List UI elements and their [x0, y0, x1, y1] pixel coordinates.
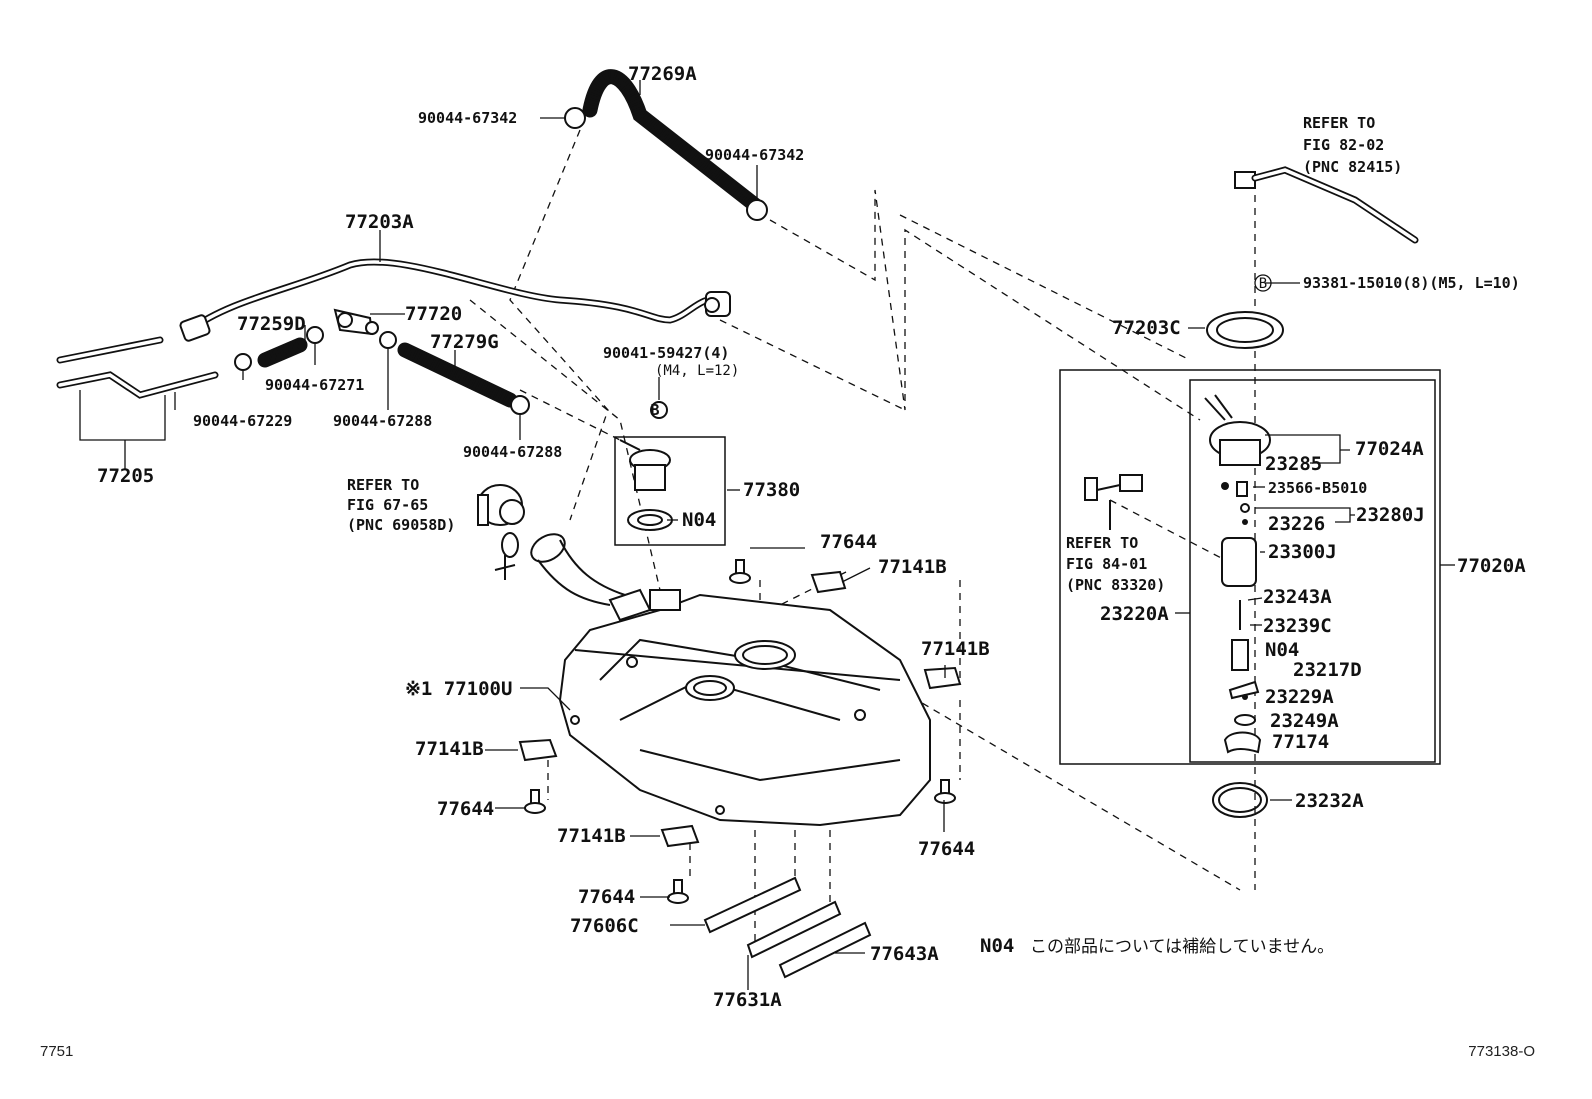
note-code: N04	[980, 935, 1014, 957]
sender-box-77380	[614, 401, 726, 546]
connector-parts	[1084, 166, 1419, 530]
callout-b-1: B	[650, 401, 659, 419]
label-77269A: 77269A	[628, 63, 697, 85]
label-77631A: 77631A	[713, 989, 782, 1011]
ref-fig8401-line1: REFER TO	[1066, 534, 1138, 552]
label-77141B-c: 77141B	[415, 738, 484, 760]
label-23232A: 23232A	[1295, 790, 1364, 812]
dashed-reference-lines	[469, 129, 1256, 950]
label-23285: 23285	[1265, 453, 1322, 475]
part-labels: 77269A 90044-67342 90044-67342 77203A 77…	[97, 63, 1526, 1011]
label-n04-b: N04	[1265, 639, 1299, 661]
label-23300J: 23300J	[1268, 541, 1337, 563]
tank-pads	[703, 876, 872, 979]
label-23280J: 23280J	[1356, 504, 1425, 526]
label-23217D: 23217D	[1293, 659, 1362, 681]
fuel-cap-assembly	[477, 484, 525, 580]
pump-module-box	[1059, 369, 1441, 765]
label-23239C: 23239C	[1263, 615, 1332, 637]
label-23226: 23226	[1268, 513, 1325, 535]
pump-parts	[1204, 311, 1284, 818]
pipe-77203A	[179, 258, 731, 342]
ref-fig6765-line2: FIG 67-65	[347, 496, 428, 514]
ref-fig6765-line3: (PNC 69058D)	[347, 516, 455, 534]
label-77100U: ※1 77100U	[405, 678, 512, 700]
label-90041-59427: 90041-59427(4)	[603, 344, 729, 362]
valve-77720	[333, 308, 379, 336]
label-90044-67229: 90044-67229	[193, 412, 292, 430]
filler-neck	[530, 533, 626, 606]
label-90041-59427-spec: (M4, L=12)	[655, 363, 739, 379]
label-77720: 77720	[405, 303, 462, 325]
clamps	[234, 107, 768, 415]
label-23249A: 23249A	[1270, 710, 1339, 732]
footer-left-code: 7751	[40, 1043, 73, 1060]
label-77141B-d: 77141B	[557, 825, 626, 847]
label-23229A: 23229A	[1265, 686, 1334, 708]
label-77024A: 77024A	[1355, 438, 1424, 460]
bolts-77644	[524, 559, 956, 904]
label-23243A: 23243A	[1263, 586, 1332, 608]
brackets-77141B	[518, 570, 962, 848]
label-77643A: 77643A	[870, 943, 939, 965]
ref-fig8202-line3: (PNC 82415)	[1303, 158, 1402, 176]
label-77380: 77380	[743, 479, 800, 501]
ref-fig8202-line2: FIG 82-02	[1303, 136, 1384, 154]
footer-right-code: 773138-O	[1468, 1043, 1535, 1060]
label-23220A: 23220A	[1100, 603, 1169, 625]
note-text: この部品については補給していません。	[1030, 937, 1334, 957]
label-77644-c: 77644	[918, 838, 975, 860]
ref-fig6765-line1: REFER TO	[347, 476, 419, 494]
label-77644-b: 77644	[437, 798, 494, 820]
label-90044-67288-a: 90044-67288	[333, 412, 432, 430]
label-77644-a: 77644	[820, 531, 877, 553]
supply-note: N04 この部品については補給していません。	[980, 935, 1334, 957]
label-90044-67271: 90044-67271	[265, 376, 364, 394]
label-90044-67342-a: 90044-67342	[418, 109, 517, 127]
ref-fig8401-line2: FIG 84-01	[1066, 555, 1147, 573]
pipe-77205	[56, 336, 219, 470]
label-90044-67288-b: 90044-67288	[463, 443, 562, 461]
label-77203A: 77203A	[345, 211, 414, 233]
label-90044-67342-b: 90044-67342	[705, 146, 804, 164]
label-77205: 77205	[97, 465, 154, 487]
label-23566-B5010: 23566-B5010	[1268, 479, 1367, 497]
hose-77259D	[257, 337, 308, 368]
label-n04-a: N04	[682, 509, 716, 531]
hose-77279G	[397, 342, 518, 408]
label-77259D: 77259D	[237, 313, 306, 335]
ref-fig8401-line3: (PNC 83320)	[1066, 576, 1165, 594]
fuel-tank-77100U	[558, 588, 931, 827]
label-77020A: 77020A	[1457, 555, 1526, 577]
ref-fig8202-line1: REFER TO	[1303, 114, 1375, 132]
label-77141B-a: 77141B	[878, 556, 947, 578]
leader-lines	[174, 80, 1455, 990]
label-77644-d: 77644	[578, 886, 635, 908]
label-77174: 77174	[1272, 731, 1329, 753]
callout-b-2: B	[1259, 276, 1267, 292]
label-77203C: 77203C	[1112, 317, 1181, 339]
hose-77269A	[582, 69, 763, 213]
label-77606C: 77606C	[570, 915, 639, 937]
label-77141B-b: 77141B	[921, 638, 990, 660]
label-77279G: 77279G	[430, 331, 499, 353]
label-93381-15010: 93381-15010(8)(M5, L=10)	[1303, 274, 1520, 292]
